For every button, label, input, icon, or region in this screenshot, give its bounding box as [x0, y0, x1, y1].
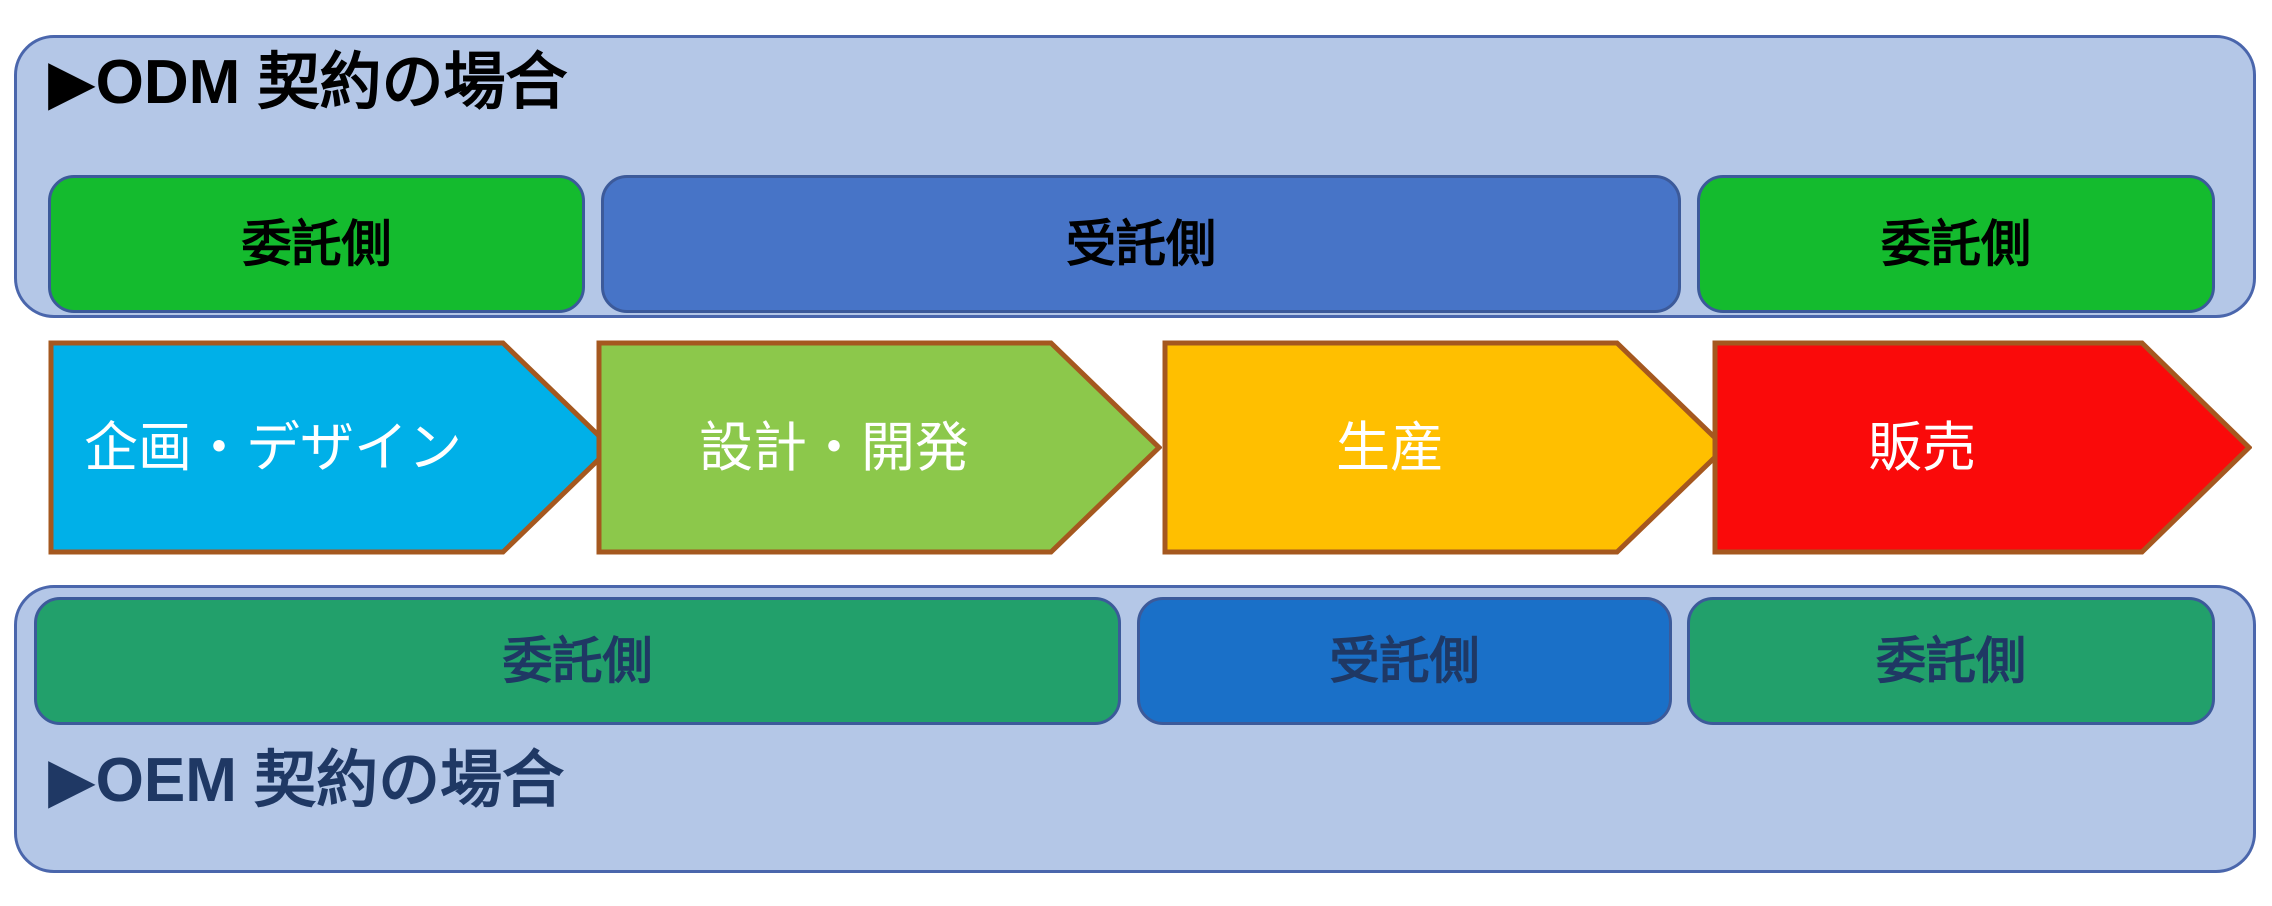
- process-stage-engineering-development: 設計・開発: [596, 340, 1162, 555]
- section-title-oem: ▶OEM 契約の場合: [48, 746, 565, 815]
- role-bar-label: 委託側: [241, 216, 392, 272]
- chevron-arrow-icon: [596, 340, 1162, 555]
- role-bar-oem-2: 受託側: [1137, 597, 1672, 725]
- role-bar-label: 受託側: [1329, 633, 1480, 689]
- role-bar-oem-1: 委託側: [34, 597, 1121, 725]
- process-stage-sales: 販売: [1712, 340, 2252, 555]
- process-stage-production: 生産: [1162, 340, 1728, 555]
- role-bar-label: 委託側: [1881, 216, 2031, 272]
- role-bar-label: 委託側: [502, 633, 653, 689]
- role-bar-label: 委託側: [1876, 633, 2026, 689]
- role-bar-odm-2: 受託側: [601, 175, 1681, 313]
- role-bar-oem-3: 委託側: [1687, 597, 2215, 725]
- chevron-arrow-icon: [1162, 340, 1728, 555]
- process-stage-label: 設計・開発: [699, 417, 969, 478]
- process-stage-label: 販売: [1868, 417, 1976, 478]
- process-stage-label: 企画・デザイン: [84, 417, 462, 478]
- process-stage-label: 生産: [1336, 417, 1444, 478]
- role-bar-odm-1: 委託側: [48, 175, 585, 313]
- role-bar-label: 受託側: [1066, 216, 1216, 272]
- chevron-arrow-icon: [48, 340, 614, 555]
- chevron-arrow-icon: [1712, 340, 2252, 555]
- role-bar-odm-3: 委託側: [1697, 175, 2215, 313]
- process-stage-planning-design: 企画・デザイン: [48, 340, 614, 555]
- section-title-odm: ▶ODM 契約の場合: [48, 48, 568, 117]
